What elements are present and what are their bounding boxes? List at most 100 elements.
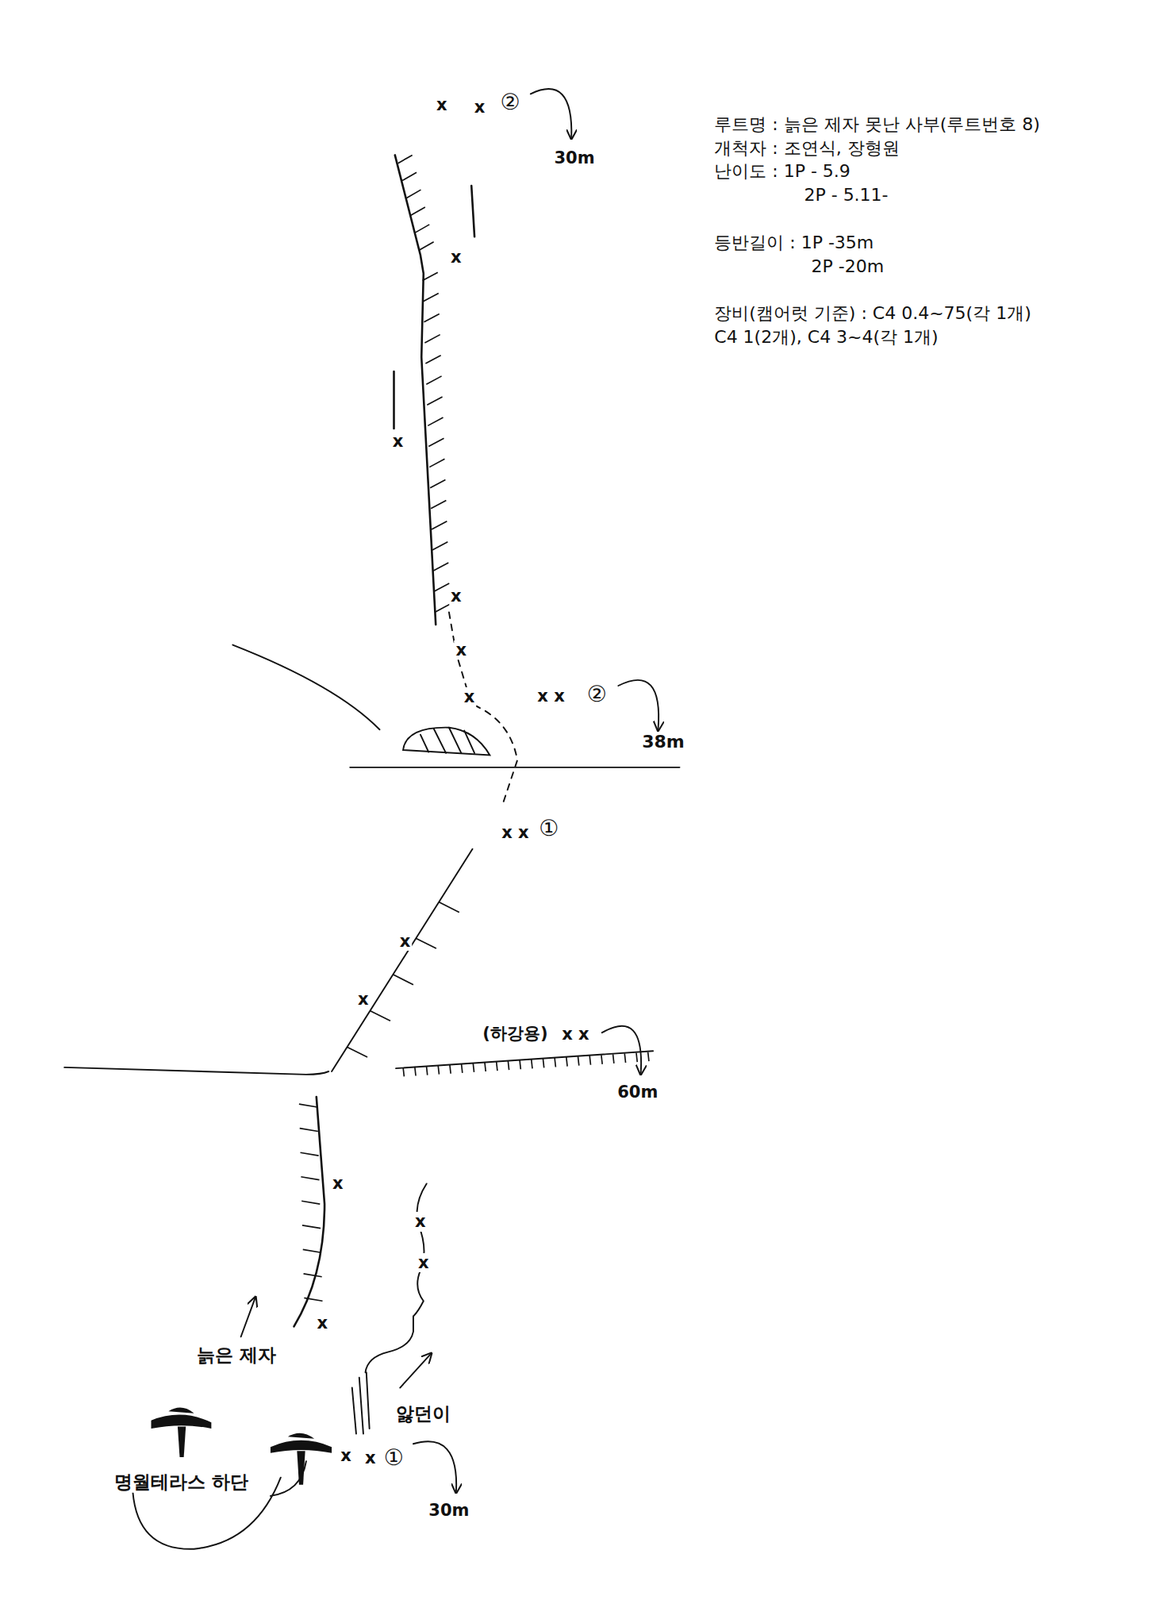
crack-line xyxy=(331,848,473,1072)
topo-label: x xyxy=(391,431,406,451)
rappel-arrow xyxy=(618,679,659,730)
crack-line xyxy=(365,1316,414,1373)
topo-label: 명월테라스 하단 xyxy=(112,1470,250,1492)
crack-tick xyxy=(484,1061,486,1072)
rappel-arrow xyxy=(413,1440,457,1491)
crack-tick xyxy=(303,1273,323,1277)
crack-tick xyxy=(303,1248,322,1252)
overhang-blob xyxy=(403,727,490,756)
topo-label: ① xyxy=(537,815,561,841)
pointer-arrow xyxy=(241,1297,256,1337)
crack-tick xyxy=(300,1152,319,1156)
crack-tick xyxy=(438,902,460,913)
topo-label: 60m xyxy=(615,1082,660,1102)
crack-tick xyxy=(577,1056,579,1066)
topo-label: x xyxy=(413,1211,428,1231)
crack-tick xyxy=(437,1064,439,1075)
crack-line xyxy=(413,1182,427,1316)
crack-tick xyxy=(422,272,438,281)
crack-tick xyxy=(566,1056,568,1067)
crack-tick xyxy=(434,603,450,612)
rappel-arrow xyxy=(530,88,573,138)
crack-tick xyxy=(425,355,441,364)
topo-label: x xyxy=(356,989,371,1009)
topo-label: x xyxy=(472,97,488,117)
topo-label: x xyxy=(449,586,464,606)
crack-line xyxy=(471,185,475,237)
crack-tick xyxy=(302,1224,321,1229)
descent-ledge xyxy=(395,1050,653,1068)
crack-tick xyxy=(430,479,446,488)
crack-tick xyxy=(648,1052,649,1062)
crack-tick xyxy=(299,1103,318,1107)
topo-label: x xyxy=(449,247,464,267)
crack-tick xyxy=(542,1058,544,1068)
crack-tick xyxy=(449,1063,451,1074)
route-info: 난이도 : 1P - 5.9 xyxy=(714,161,851,181)
route-info: C4 1(2개), C4 3~4(각 1개) xyxy=(714,326,938,347)
crack-tick xyxy=(403,1067,404,1077)
route-info: 개척자 : 조연식, 장형원 xyxy=(714,138,899,158)
crack-tick xyxy=(429,458,445,467)
route-info: 등반길이 : 1P -35m xyxy=(714,232,874,253)
crack-tick xyxy=(426,396,442,405)
topo-label: x xyxy=(462,687,477,707)
route-info: 루트명 : 늙은 제자 못난 사부(루트번호 8) xyxy=(714,114,1041,135)
topo-label: ② xyxy=(498,89,522,116)
ledge-line xyxy=(349,766,680,768)
route-info: 2P - 5.11- xyxy=(803,184,888,205)
ledge-line xyxy=(232,645,380,730)
crack-tick xyxy=(432,541,448,550)
crack-tick xyxy=(461,1063,463,1073)
topo-label: x xyxy=(330,1173,346,1193)
crack-tick xyxy=(636,1052,638,1062)
topo-label: x xyxy=(315,1313,331,1333)
topo-label: ① xyxy=(382,1443,406,1470)
crack-tick xyxy=(422,292,438,301)
topo-label: 38m xyxy=(640,731,687,752)
crack-tick xyxy=(423,314,439,323)
route-dashed xyxy=(449,611,518,806)
route-info: 장비(캠어럿 기준) : C4 0.4~75(각 1개) xyxy=(714,303,1031,323)
crack-tick xyxy=(624,1052,626,1063)
crack-tick xyxy=(300,1176,319,1180)
crack-line xyxy=(392,371,396,429)
crack-tick xyxy=(431,521,447,530)
crack-tick xyxy=(428,437,444,446)
crack-tick xyxy=(414,1066,416,1076)
topo-label: x xyxy=(363,1447,378,1467)
crack-tick xyxy=(303,1297,323,1301)
crack-tick xyxy=(346,1046,368,1057)
crack-tick xyxy=(531,1059,533,1069)
topo-label: 앓던이 xyxy=(394,1402,453,1424)
crack-tick xyxy=(519,1059,521,1070)
crack-tick xyxy=(430,500,446,509)
crack-tick xyxy=(424,334,440,343)
crack-tick xyxy=(426,376,442,384)
topo-label: x xyxy=(454,640,469,660)
crack-tick xyxy=(427,417,443,426)
topo-label: x x xyxy=(560,1024,591,1044)
topo-label: x x xyxy=(499,822,530,842)
crack-tick xyxy=(496,1061,498,1072)
crack-tick xyxy=(433,583,450,592)
topo-label: x xyxy=(434,95,450,115)
crack-tick xyxy=(613,1053,615,1064)
crack-tick xyxy=(410,207,426,216)
crack-tick xyxy=(426,1065,427,1076)
route-info: 2P -20m xyxy=(810,256,884,277)
crack-tick xyxy=(414,224,430,233)
topo-label: 30m xyxy=(552,148,597,168)
topo-label: x xyxy=(398,931,413,951)
crack-tick xyxy=(299,1128,319,1132)
crack-tick xyxy=(472,1062,474,1072)
crack-tick xyxy=(398,154,413,163)
topo-label: (하강용) xyxy=(480,1022,550,1042)
crack-line xyxy=(395,154,436,624)
hatching xyxy=(420,727,475,753)
crack-tick xyxy=(301,1200,320,1204)
crack-line xyxy=(352,1371,370,1433)
crack-tick xyxy=(369,1010,391,1022)
rappel-arrow xyxy=(602,1025,642,1074)
